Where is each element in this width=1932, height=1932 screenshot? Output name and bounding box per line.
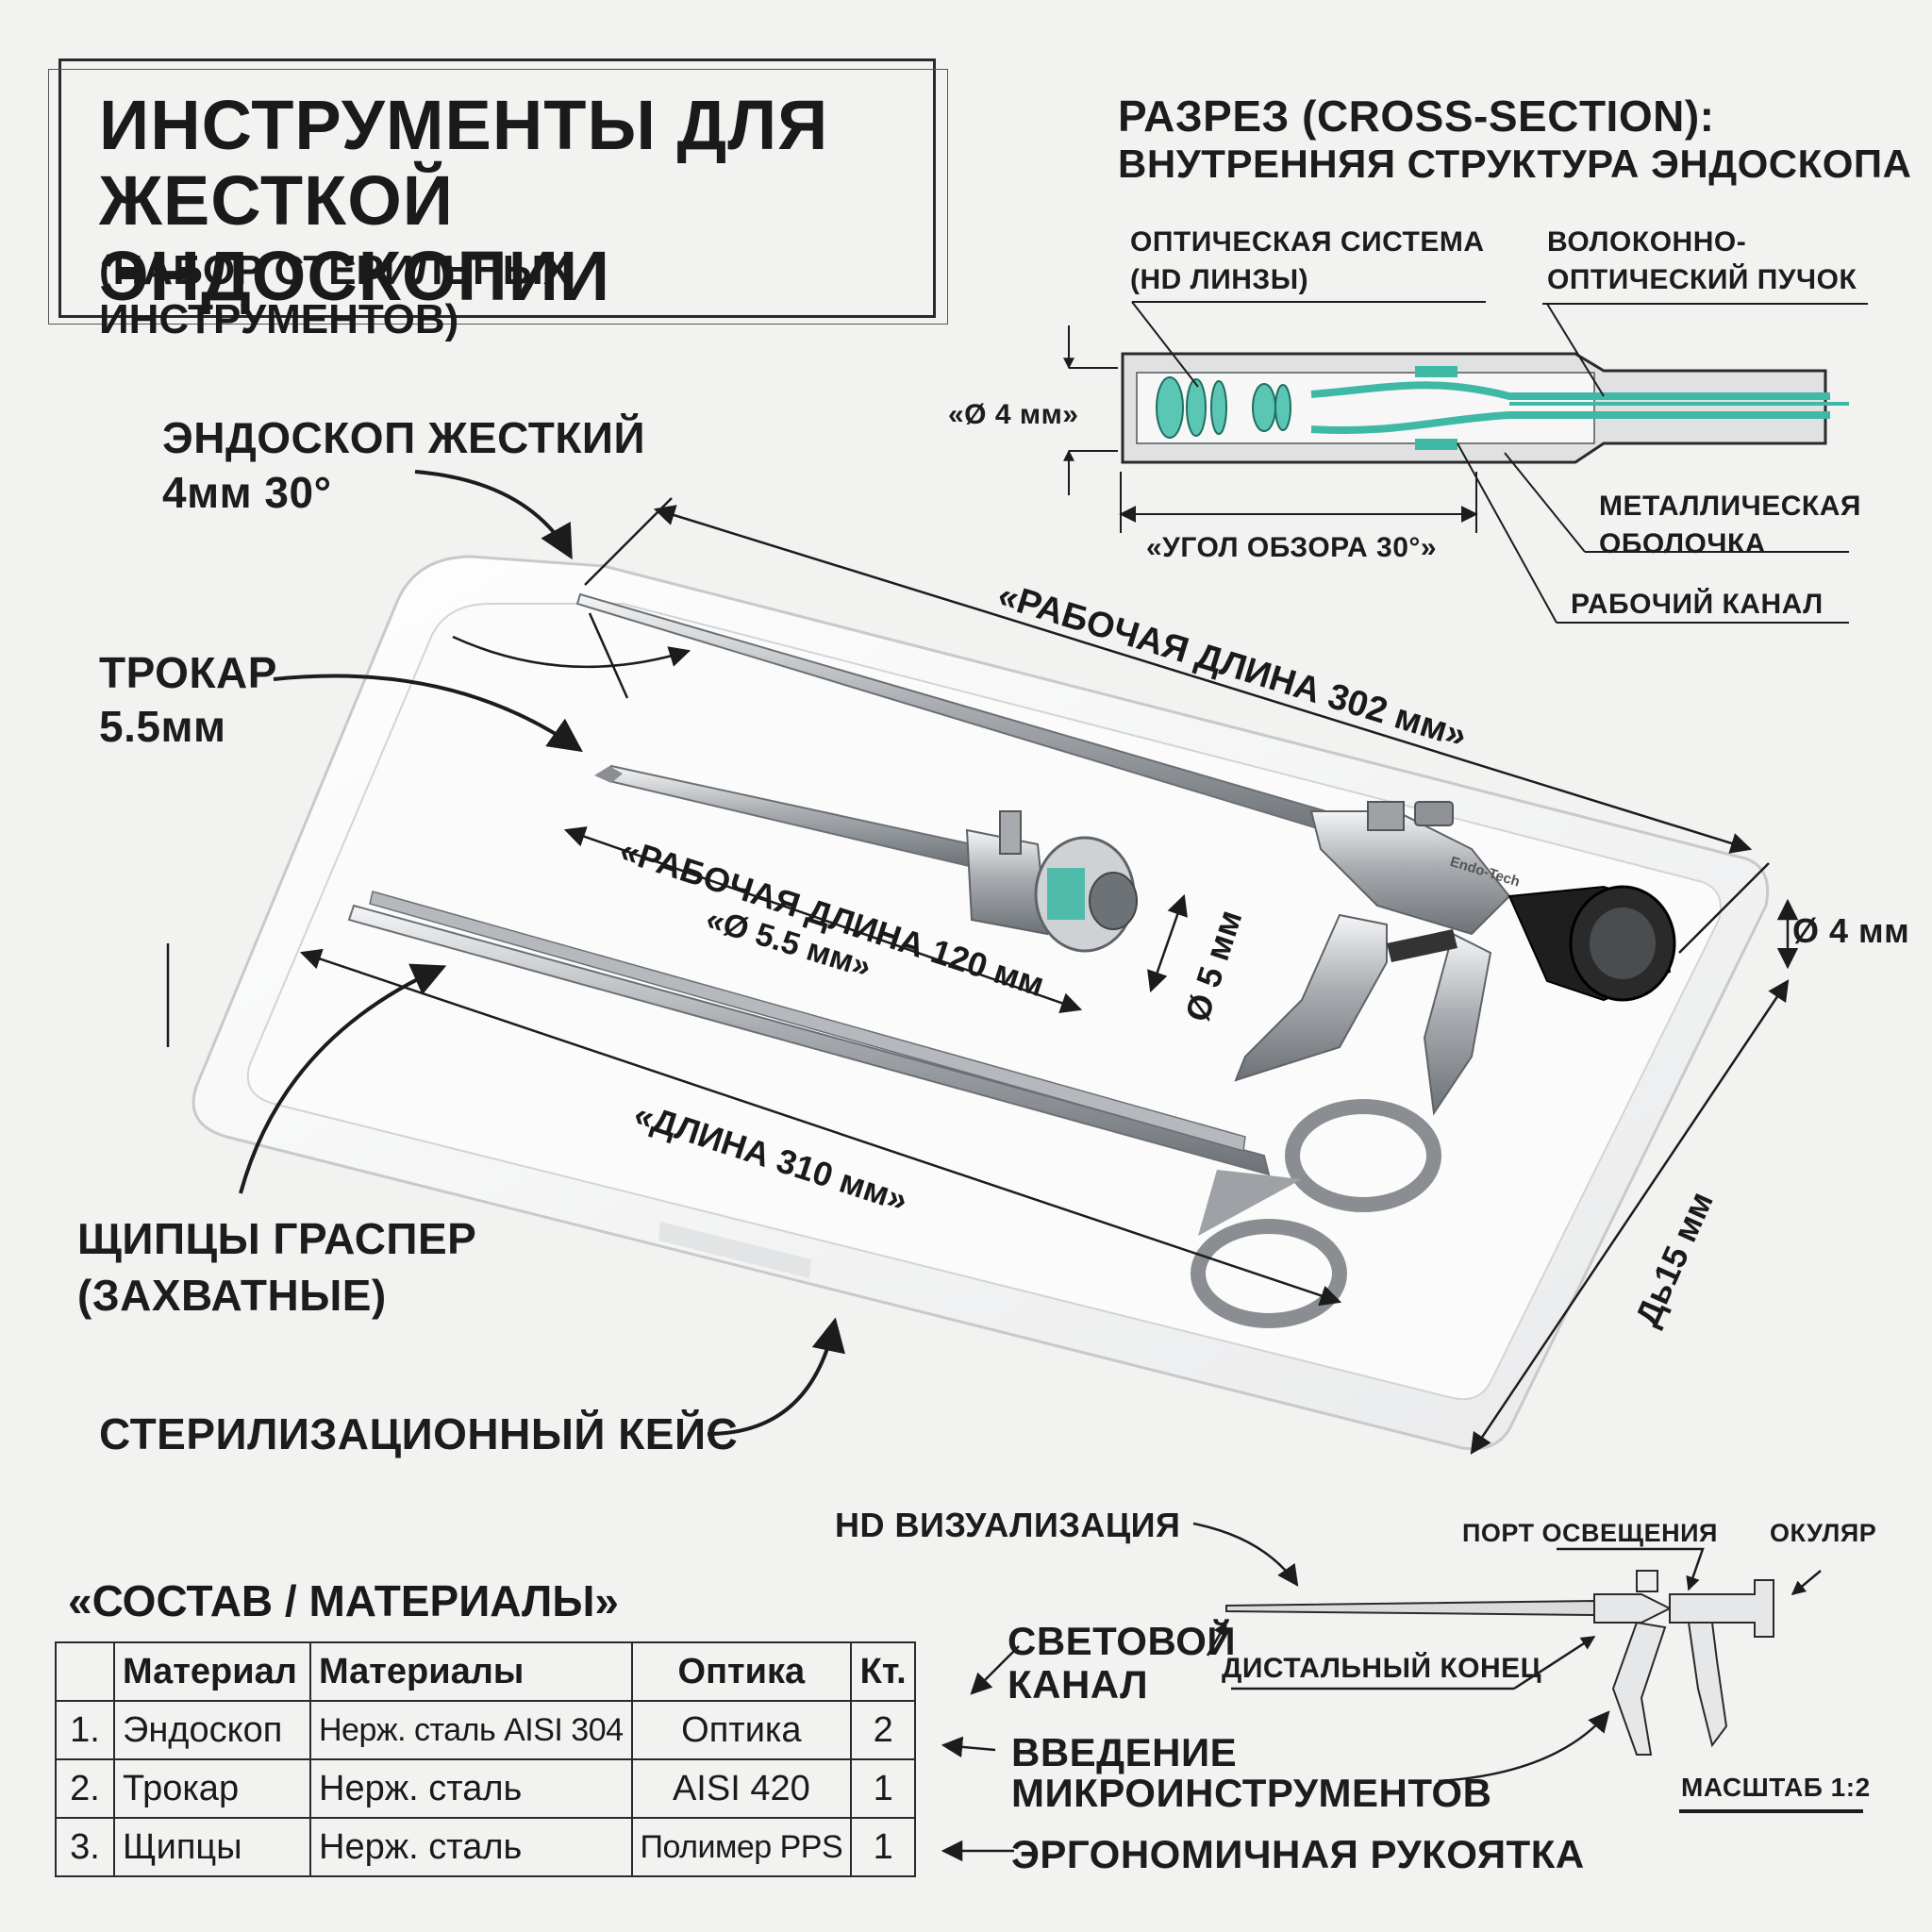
table-cell: Нерж. сталь: [309, 1817, 633, 1877]
small-diagram-leaders: [941, 1522, 1863, 1862]
materials-table: Материал Материалы Оптика Кт. 1. Эндоско…: [55, 1641, 917, 1877]
callout-arrows: [239, 470, 845, 1436]
endoscope-diameter-label: Ø 4 мм: [1792, 911, 1910, 950]
table-cell: Трокар: [113, 1758, 311, 1819]
table-cell: 1: [850, 1758, 917, 1819]
table-header-cell: Материалы: [309, 1641, 633, 1702]
table-cell: Нерж. сталь AISI 304: [309, 1700, 633, 1760]
light-channel-label-line2: КАНАЛ: [1008, 1662, 1149, 1707]
table-cell: 2: [850, 1700, 917, 1760]
table-row: 1. Эндоскоп Нерж. сталь AISI 304 Оптика …: [55, 1700, 917, 1760]
table-cell: Полимер PPS: [630, 1817, 853, 1877]
page-title-line2: ЖЕСТКОЙ ЭНДОСКОПИИ: [99, 161, 611, 315]
page-title-line1: ИНСТРУМЕНТЫ ДЛЯ: [99, 86, 829, 164]
table-header-cell: Материал: [113, 1641, 311, 1702]
table-header-row: Материал Материалы Оптика Кт.: [55, 1641, 917, 1702]
hd-visualization-label: HD ВИЗУАЛИЗАЦИЯ: [835, 1506, 1181, 1544]
table-cell: AISI 420: [630, 1758, 853, 1819]
cross-section-drawing: [1121, 352, 1849, 464]
materials-table-title: «СОСТАВ / МАТЕРИАЛЫ»: [68, 1576, 619, 1625]
handle-label: ЭРГОНОМИЧНАЯ РУКОЯТКА: [1011, 1832, 1585, 1876]
endoscope-small-diagram: [1225, 1570, 1774, 1756]
table-cell: 1.: [55, 1700, 115, 1760]
sheath-label-line1: МЕТАЛЛИЧЕСКАЯ: [1599, 491, 1861, 522]
table-cell: Щипцы: [113, 1817, 311, 1877]
trocar-label-line2: 5.5мм: [99, 702, 226, 751]
table-cell: Оптика: [630, 1700, 853, 1760]
forceps-label-line1: ЩИПЦЫ ГРАСПЕР: [77, 1214, 477, 1263]
instrument-intro-label-line1: ВВЕДЕНИЕ: [1011, 1730, 1238, 1774]
scale-label: МАСШТАБ 1:2: [1681, 1773, 1871, 1802]
endoscope-label-line2: 4мм 30°: [162, 468, 332, 517]
table-cell: Эндоскоп: [113, 1700, 311, 1760]
light-port-label: ПОРТ ОСВЕЩЕНИЯ: [1462, 1519, 1718, 1547]
optics-label-line2: (HD ЛИНЗЫ): [1130, 264, 1309, 295]
table-cell: Нерж. сталь: [309, 1758, 633, 1819]
sheath-label-line2: ОБОЛОЧКА: [1599, 528, 1766, 559]
trocar-label-line1: ТРОКАР: [99, 648, 277, 697]
table-cell: 2.: [55, 1758, 115, 1819]
cross-section-title-line1: РАЗРЕЗ (CROSS-SECTION):: [1118, 92, 1715, 141]
table-header-cell: Оптика: [630, 1641, 853, 1702]
instrument-intro-label-line2: МИКРОИНСТРУМЕНТОВ: [1011, 1771, 1492, 1815]
table-header-cell: [55, 1641, 115, 1702]
dimension-lines: [166, 497, 1799, 1455]
fiber-label-line1: ВОЛОКОННО-: [1547, 226, 1747, 258]
distal-end-label: ДИСТАЛЬНЫЙ КОНЕЦ: [1222, 1653, 1542, 1684]
channel-label: РАБОЧИЙ КАНАЛ: [1571, 589, 1824, 620]
cross-section-title-line2: ВНУТРЕННЯЯ СТРУКТУРА ЭНДОСКОПА: [1118, 142, 1912, 186]
cross-section-leaders: [1063, 301, 1868, 624]
endoscope-label-line1: ЭНДОСКОП ЖЕСТКИЙ: [162, 413, 646, 462]
forceps-label-line2: (ЗАХВАТНЫЕ): [77, 1271, 387, 1320]
table-header-cell: Кт.: [850, 1641, 917, 1702]
sterilization-tray: [192, 555, 1770, 1451]
cross-section-diameter: «Ø 4 мм»: [948, 399, 1079, 430]
view-angle-label: «УГОЛ ОБЗОРА 30°»: [1146, 532, 1438, 563]
table-row: 2. Трокар Нерж. сталь AISI 420 1: [55, 1758, 917, 1819]
eyepiece-label: ОКУЛЯР: [1770, 1519, 1877, 1547]
light-channel-label-line1: СВЕТОВОЙ: [1008, 1619, 1237, 1663]
optics-label-line1: ОПТИЧЕСКАЯ СИСТЕМА: [1130, 226, 1485, 258]
page-subtitle: (НАБОР СТЕРИЛЬНЫХ ИНСТРУМЕНТОВ): [99, 247, 572, 342]
title-frame: ИНСТРУМЕНТЫ ДЛЯ ЖЕСТКОЙ ЭНДОСКОПИИ (НАБО…: [48, 58, 948, 342]
table-row: 3. Щипцы Нерж. сталь Полимер PPS 1: [55, 1817, 917, 1877]
table-cell: 1: [850, 1817, 917, 1877]
fiber-label-line2: ОПТИЧЕСКИЙ ПУЧОК: [1547, 264, 1857, 295]
table-cell: 3.: [55, 1817, 115, 1877]
case-label: СТЕРИЛИЗАЦИОННЫЙ КЕЙС: [99, 1409, 739, 1458]
